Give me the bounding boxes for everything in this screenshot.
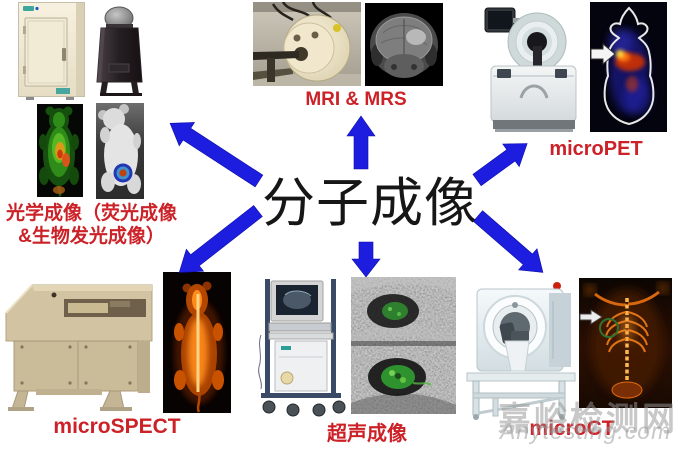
ct-pointer-arrow-icon xyxy=(579,309,603,325)
mri-label: MRI & MRS xyxy=(305,89,407,110)
ct-scan-skeleton-image xyxy=(579,278,672,408)
optical-dome-camera-image xyxy=(94,5,146,96)
micropet-label: microPET xyxy=(549,138,643,160)
optical-cabinet-image xyxy=(18,2,85,100)
optical-imaging-label-line2: &生物发光成像） xyxy=(18,226,165,247)
microct-label: microCT xyxy=(529,417,615,440)
watermark-chinese: 嘉峪检测网 xyxy=(498,400,678,437)
pet-pointer-arrow-icon xyxy=(590,42,616,66)
arrow-up-icon xyxy=(346,115,376,170)
optical-imaging-label: 光学成像（荧光成像 &生物发光成像） xyxy=(4,202,179,248)
micropet-machine-image xyxy=(483,2,584,133)
fluorescence-mouse-image xyxy=(37,104,83,197)
arrow-upper-left-icon xyxy=(169,122,264,188)
ultrasound-label: 超声成像 xyxy=(327,423,407,445)
watermark-english: Anytesting.com xyxy=(500,418,672,444)
annotation-circle-icon xyxy=(599,318,619,338)
bioluminescence-mouse-image xyxy=(96,103,144,199)
microspect-label: microSPECT xyxy=(53,415,181,438)
ultrasound-scan-image xyxy=(351,277,456,414)
brain-mri-scan-image xyxy=(365,3,443,86)
mri-machine-image xyxy=(253,2,361,86)
ultrasound-machine-image xyxy=(255,275,347,418)
pet-scan-mouse-image xyxy=(590,2,667,132)
spect-scan-mouse-image xyxy=(163,272,231,413)
center-title: 分子成像 xyxy=(262,174,478,233)
beacon-light-icon xyxy=(553,282,561,290)
microspect-machine-image xyxy=(2,275,158,414)
optical-imaging-label-line1: 光学成像（荧光成像 xyxy=(5,203,177,224)
arrow-down-icon xyxy=(351,241,381,278)
microct-machine-image xyxy=(465,281,577,421)
